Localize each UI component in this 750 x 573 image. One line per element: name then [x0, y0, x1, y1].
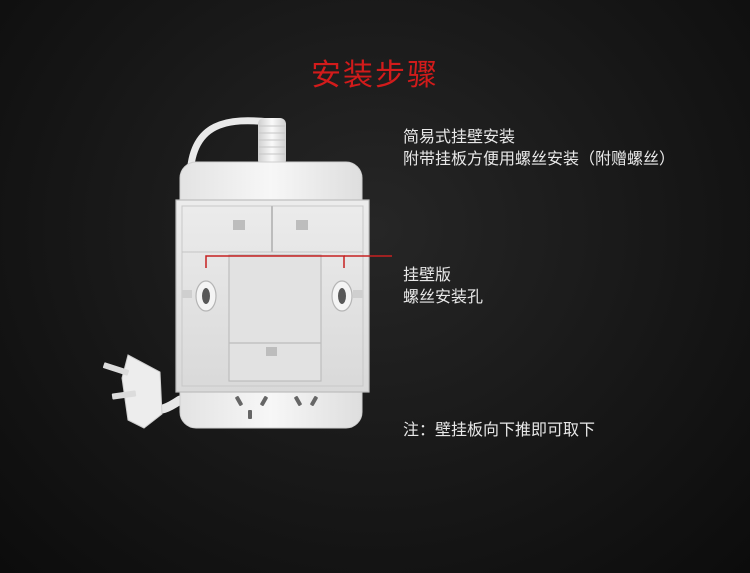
callout-line-2: 螺丝安装孔: [403, 287, 484, 306]
screw-hole-callout: 挂壁版 螺丝安装孔: [403, 264, 483, 308]
page-title: 安装步骤: [311, 58, 439, 93]
socket-outlets: [235, 396, 318, 419]
callout-line-1: 挂壁版: [403, 265, 452, 284]
power-plug: [102, 354, 163, 429]
callout-leader-lines: [205, 255, 392, 268]
removal-note: 注：壁挂板向下推即可取下: [403, 420, 596, 439]
screw-hole-left: [195, 280, 217, 312]
description-line-1: 简易式挂壁安装: [403, 127, 516, 146]
cable-strain-relief: [258, 118, 286, 166]
installation-description: 简易式挂壁安装 附带挂板方便用螺丝安装（附赠螺丝）: [403, 126, 675, 170]
screw-hole-right: [331, 280, 353, 312]
description-line-2: 附带挂板方便用螺丝安装（附赠螺丝）: [403, 149, 676, 168]
